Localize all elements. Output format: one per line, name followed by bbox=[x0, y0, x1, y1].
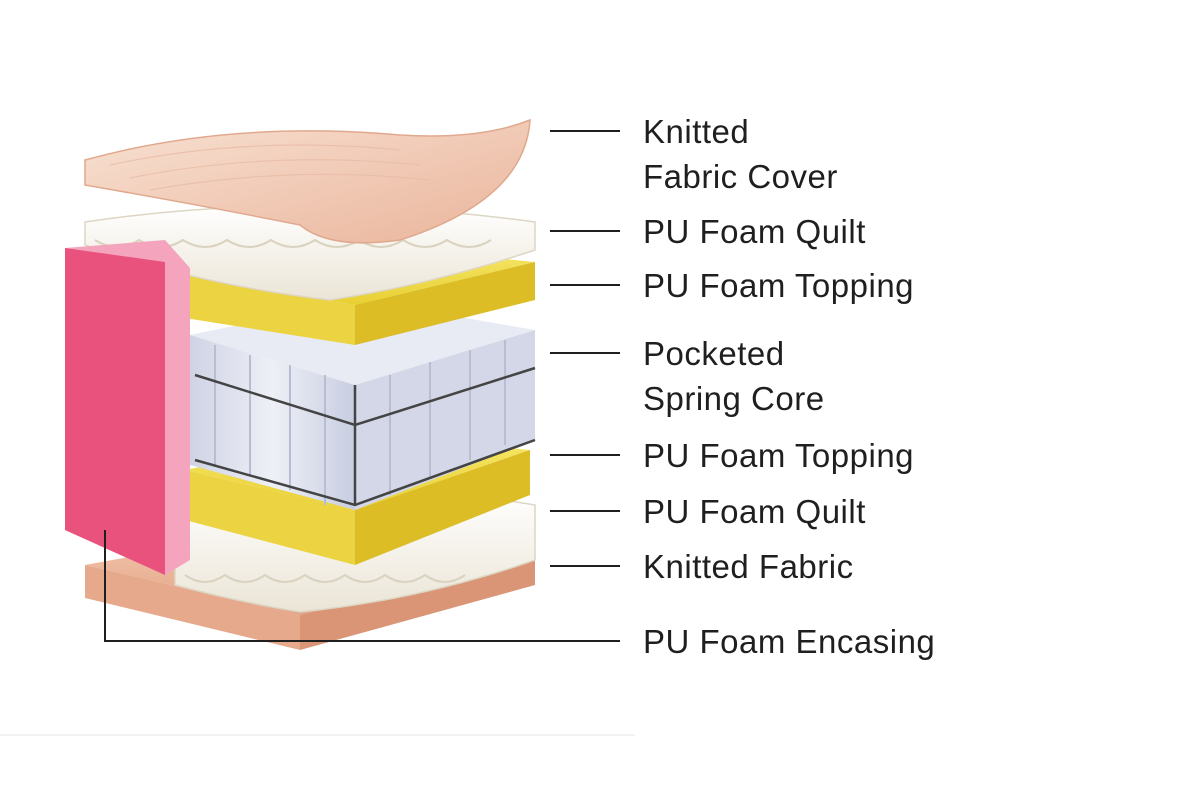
label-line: PU Foam Encasing bbox=[643, 623, 936, 660]
label-line: Pocketed bbox=[643, 335, 785, 372]
label-pocketed-spring-core: Pocketed Spring Core bbox=[643, 331, 825, 421]
label-line: Knitted bbox=[643, 113, 750, 150]
leader-lines bbox=[104, 130, 620, 642]
label-line: PU Foam Quilt bbox=[643, 493, 866, 530]
label-line: Knitted Fabric bbox=[643, 548, 854, 585]
label-pu-foam-quilt-bottom: PU Foam Quilt bbox=[643, 489, 866, 534]
label-line: PU Foam Topping bbox=[643, 267, 915, 304]
label-pu-foam-topping-bottom: PU Foam Topping bbox=[643, 433, 914, 478]
label-pu-foam-encasing: PU Foam Encasing bbox=[643, 619, 935, 664]
label-line: Spring Core bbox=[643, 380, 825, 417]
label-knitted-fabric-cover: Knitted Fabric Cover bbox=[643, 109, 838, 199]
pu-foam-encasing-layer bbox=[65, 240, 190, 575]
label-pu-foam-topping-top: PU Foam Topping bbox=[643, 263, 914, 308]
label-knitted-fabric: Knitted Fabric bbox=[643, 544, 854, 589]
label-pu-foam-quilt-top: PU Foam Quilt bbox=[643, 209, 866, 254]
label-line: Fabric Cover bbox=[643, 158, 838, 195]
knitted-fabric-cover-layer bbox=[84, 118, 531, 244]
label-line: PU Foam Quilt bbox=[643, 213, 866, 250]
label-line: PU Foam Topping bbox=[643, 437, 915, 474]
leader-line-pu-foam-encasing bbox=[104, 530, 620, 642]
